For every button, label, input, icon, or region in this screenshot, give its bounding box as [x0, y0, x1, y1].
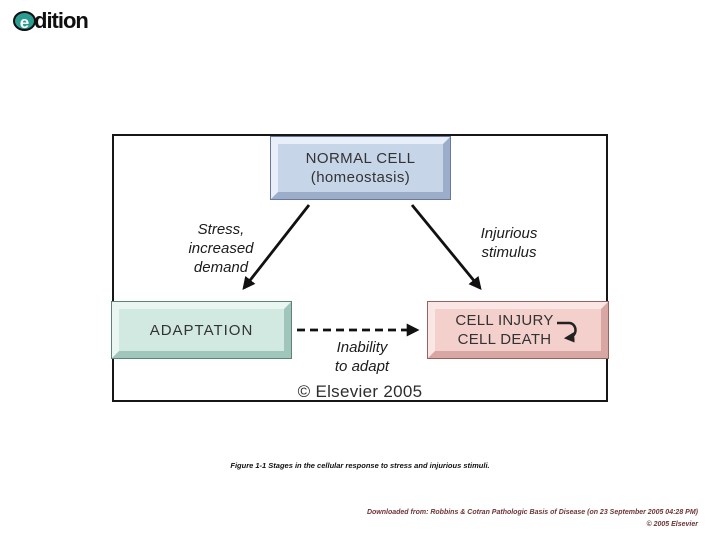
injurious-stimulus-label: Injurious stimulus [466, 224, 552, 262]
cell-injury-lines: CELL INJURY CELL DEATH [455, 311, 553, 349]
edition-logo: e dition [13, 8, 89, 34]
diagram-frame: NORMAL CELL (homeostasis) Stress, increa… [111, 134, 609, 402]
figure-caption: Figure 1-1 Stages in the cellular respon… [230, 461, 490, 470]
diagram-arrows [242, 204, 482, 337]
injurious-stimulus-arrow [410, 204, 482, 290]
footer-source-line: Downloaded from: Robbins & Cotran Pathol… [366, 509, 698, 516]
normal-cell-line2: (homeostasis) [310, 169, 411, 186]
elsevier-copyright: © Elsevier 2005 [297, 382, 423, 401]
stress-label: Stress, increased demand [166, 220, 276, 277]
inability-to-adapt-label: Inability to adapt [319, 338, 405, 376]
cell-injury-line2: CELL DEATH [457, 331, 552, 348]
cell-injury-line1: CELL INJURY [455, 312, 554, 329]
inability-label-line1: Inability [336, 339, 388, 356]
stress-arrow [242, 204, 311, 291]
cell-injury-box: CELL INJURY CELL DEATH [427, 301, 609, 359]
normal-cell-box: NORMAL CELL (homeostasis) [270, 136, 451, 200]
normal-cell-line1: NORMAL CELL [305, 150, 416, 167]
adaptation-label: ADAPTATION [149, 321, 254, 339]
stress-label-line2: increased [188, 240, 254, 257]
footer-copyright-line: © 2005 Elsevier [646, 521, 698, 528]
edition-logo-text: dition [34, 8, 89, 33]
injurious-label-line2: stimulus [481, 244, 537, 261]
loop-arrow-icon [556, 321, 577, 343]
download-footer: Downloaded from: Robbins & Cotran Pathol… [367, 507, 698, 531]
stress-label-line3: demand [193, 259, 249, 276]
injurious-label-line1: Injurious [480, 225, 538, 242]
edition-e-icon: e [13, 11, 36, 32]
stress-label-line1: Stress, [197, 221, 245, 238]
inability-label-line2: to adapt [334, 358, 390, 375]
adaptation-box: ADAPTATION [111, 301, 292, 359]
